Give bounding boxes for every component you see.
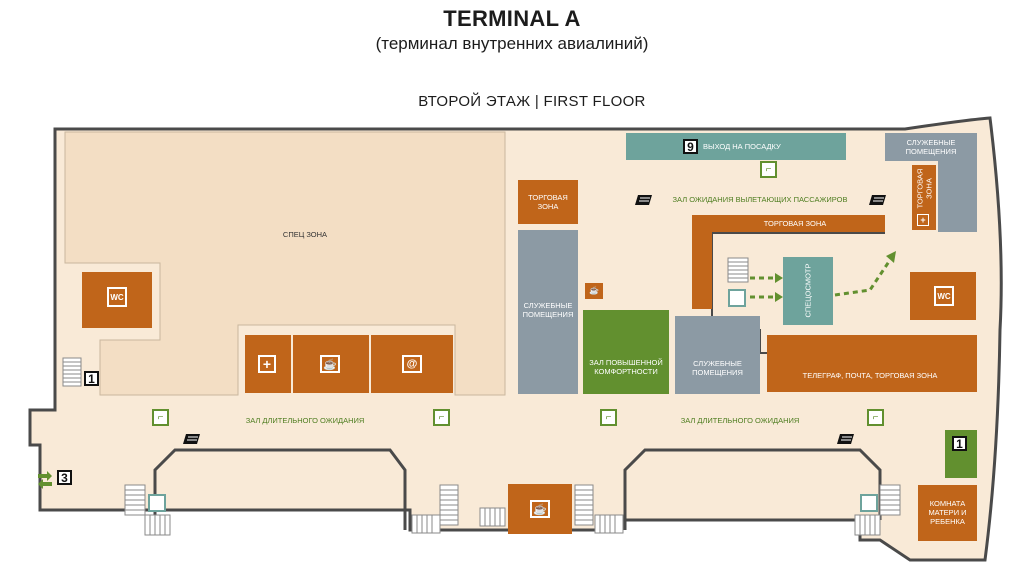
trade-zone-small[interactable] — [518, 180, 578, 224]
map-title: TERMINAL A — [443, 6, 581, 31]
stairs-icon — [62, 257, 901, 536]
trade-zone-long-label: ТОРГОВАЯ ЗОНА — [763, 219, 827, 228]
comfort-hall[interactable] — [583, 310, 669, 394]
wc-icon: WC — [934, 286, 954, 306]
cafe-icon: ☕ — [530, 500, 550, 518]
comfort-hall-label: ЗАЛ ПОВЫШЕННОЙ КОМФОРТНОСТИ — [589, 358, 663, 376]
stairs-marker-right[interactable]: 1 — [952, 436, 967, 451]
service-rooms-2-label: СЛУЖЕБНЫЕ ПОМЕЩЕНИЯ — [692, 359, 743, 377]
wc-left[interactable] — [82, 272, 152, 328]
wc-icon: WC — [107, 287, 127, 307]
security-check-label: СПЕЦОСМОТР — [803, 263, 813, 318]
cafe-room[interactable] — [293, 335, 369, 393]
gate-exit[interactable] — [626, 133, 846, 160]
trade-zone-long[interactable] — [692, 215, 885, 232]
spec-zone-label: СПЕЦ ЗОНА — [282, 229, 328, 239]
arrow-heads — [775, 251, 896, 302]
elevator-icon — [728, 289, 746, 307]
stairs-marker-left[interactable]: 1 — [84, 371, 99, 386]
gate-number[interactable]: 9 — [683, 139, 698, 154]
departure-hall-label: ЗАЛ ОЖИДАНИЯ ВЫЛЕТАЮЩИХ ПАССАЖИРОВ — [672, 195, 848, 204]
spec-zone-area — [64, 131, 506, 396]
trade-zone-long-leg[interactable] — [692, 215, 712, 309]
floor-label: ВТОРОЙ ЭТАЖ | FIRST FLOOR — [418, 93, 646, 110]
cafe-icon: ☕ — [320, 355, 340, 373]
trade-zone-vertical[interactable] — [912, 165, 936, 230]
internet-icon: @ — [402, 355, 422, 373]
cafe-bottom[interactable] — [508, 484, 572, 534]
first-aid-room[interactable] — [245, 335, 291, 393]
waiting-seat-icon: ⌐ — [152, 409, 169, 426]
elevator-icon — [148, 494, 166, 512]
cafe-sign[interactable] — [585, 283, 603, 299]
gate-exit-label: ВЫХОД НА ПОСАДКУ — [703, 142, 781, 151]
corridor-wall-right — [623, 448, 882, 530]
waiting-seat-icon: ⌐ — [867, 409, 884, 426]
corridor-wall-left — [153, 448, 407, 530]
wc-right[interactable] — [910, 272, 976, 320]
mother-child-room[interactable] — [918, 485, 977, 541]
trade-zone-small-label: ТОРГОВАЯ ЗОНА — [528, 193, 568, 211]
service-rooms-3[interactable] — [885, 133, 977, 161]
map-subtitle: (терминал внутренних авиалиний) — [375, 34, 649, 53]
exit-marker[interactable]: 3 — [57, 470, 72, 485]
first-aid-icon: + — [917, 214, 929, 226]
service-rooms-3-label: СЛУЖЕБНЫЕ ПОМЕЩЕНИЯ — [905, 138, 957, 156]
waiting-seat-icon: ⌐ — [760, 161, 777, 178]
internet-room[interactable] — [371, 335, 453, 393]
telegraph-post-trade-label: ТЕЛЕГРАФ, ПОЧТА, ТОРГОВАЯ ЗОНА — [802, 371, 938, 380]
service-rooms-3-leg[interactable] — [938, 161, 977, 232]
first-aid-icon: + — [258, 355, 276, 373]
service-rooms-1-label: СЛУЖЕБНЫЕ ПОМЕЩЕНИЯ — [522, 301, 574, 319]
elevator-icon — [860, 494, 878, 512]
security-check[interactable] — [783, 257, 833, 325]
long-wait-left-label: ЗАЛ ДЛИТЕЛЬНОГО ОЖИДАНИЯ — [245, 416, 365, 425]
service-rooms-2[interactable] — [675, 316, 760, 394]
mother-child-label: КОМНАТА МАТЕРИ И РЕБЕНКА — [928, 498, 967, 526]
security-flow-arrows — [750, 259, 892, 299]
cafe-icon: ☕ — [589, 286, 599, 295]
service-rooms-1[interactable] — [518, 230, 578, 394]
exit-arrows-icon — [38, 471, 52, 489]
waiting-seat-icon: ⌐ — [600, 409, 617, 426]
long-wait-right-label: ЗАЛ ДЛИТЕЛЬНОГО ОЖИДАНИЯ — [680, 416, 800, 425]
telegraph-post-trade-top[interactable] — [885, 335, 977, 355]
waiting-seat-icon: ⌐ — [433, 409, 450, 426]
trade-zone-vertical-label: ТОРГОВАЯ ЗОНА — [915, 168, 933, 209]
